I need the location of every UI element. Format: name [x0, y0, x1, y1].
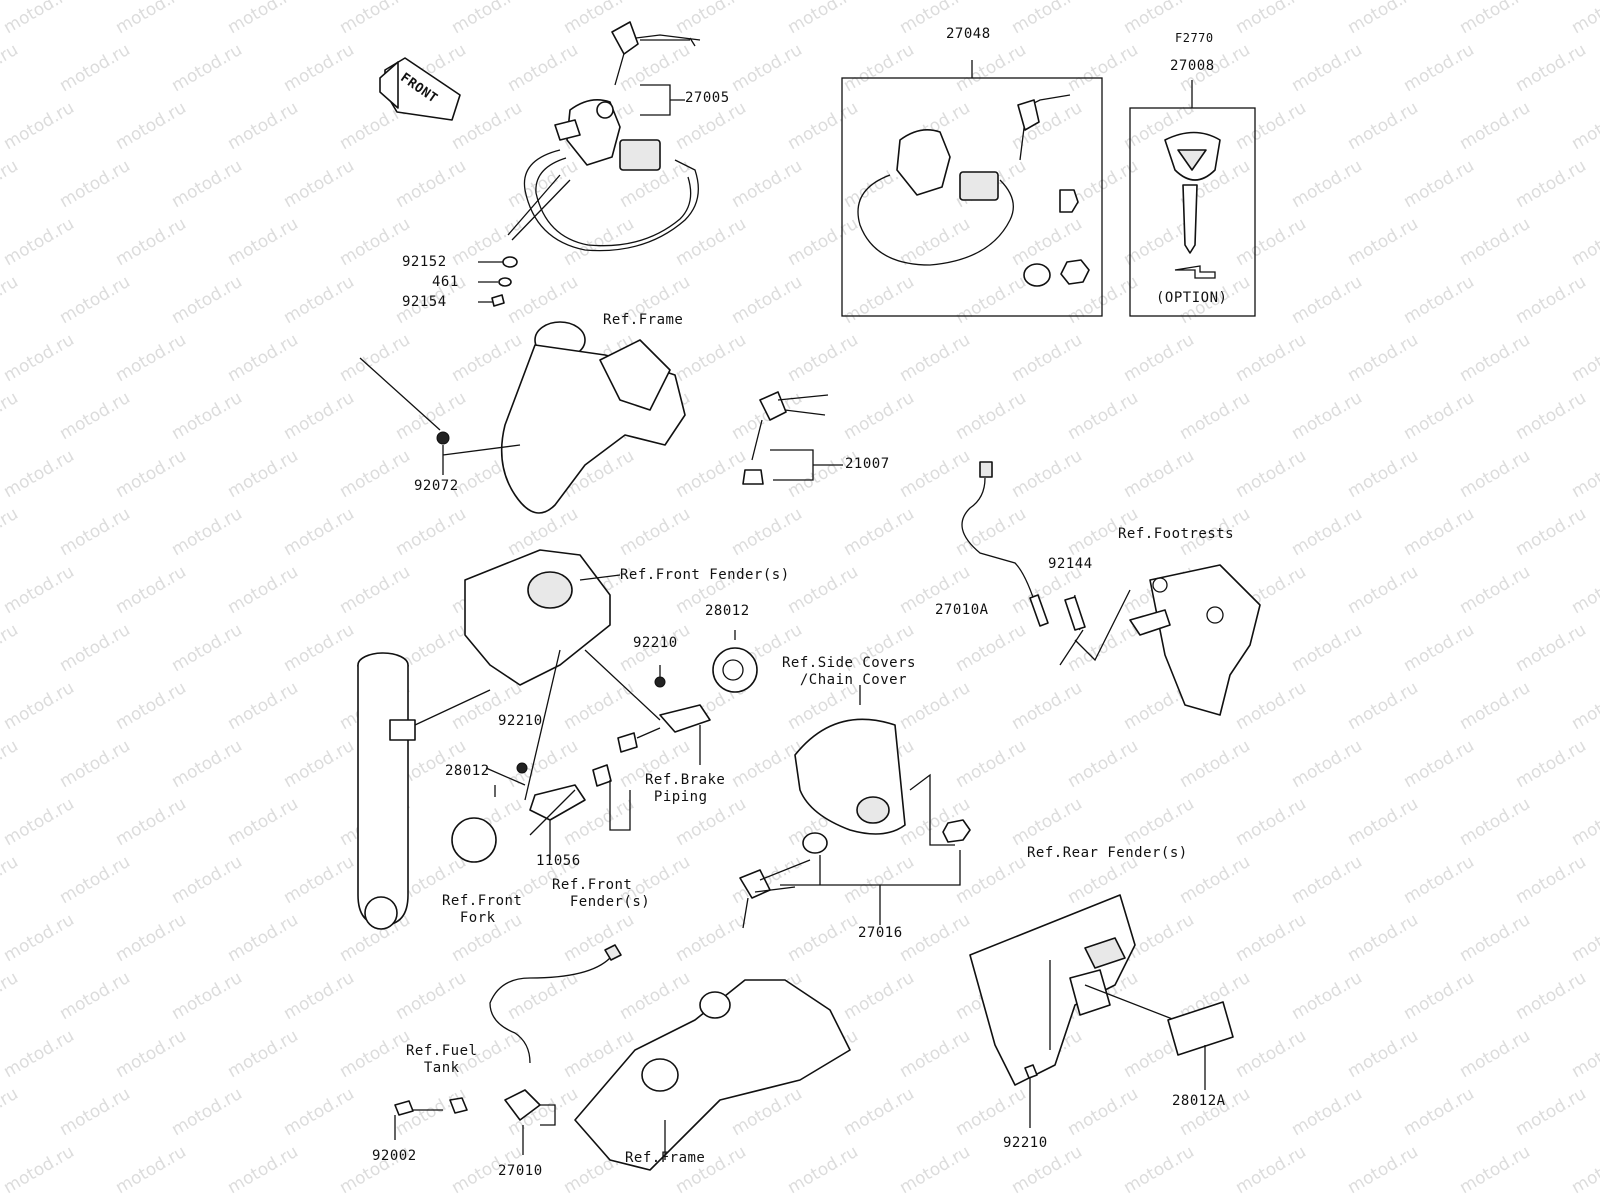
- kit-label-27048: 27048: [946, 26, 991, 42]
- part-label-11056: 11056: [536, 853, 581, 869]
- fuel-tank-lock-27010-icon: [394, 944, 622, 1155]
- cap-28012-right-icon: [712, 630, 758, 693]
- side-cover-lock-27016-icon: [739, 685, 971, 929]
- part-label-21007: 21007: [845, 456, 890, 472]
- ref-label-rear-fender: Ref.Rear Fender(s): [1027, 845, 1188, 861]
- cap-28012-left-icon: [451, 767, 526, 863]
- seat-lock-cable-27010a-icon: [961, 461, 1086, 666]
- part-label-27010: 27010: [498, 1163, 543, 1179]
- rear-fender-reflector-icon: [969, 894, 1234, 1128]
- frame-lower-icon: [574, 979, 851, 1171]
- part-label-92072: 92072: [414, 478, 459, 494]
- part-label-92154: 92154: [402, 294, 447, 310]
- ref-label-fuel-tank: Ref.Fuel Tank: [406, 1043, 478, 1076]
- front-arrow-icon: [379, 57, 461, 121]
- washer-461-icon: [498, 277, 512, 287]
- ref-label-side-covers: Ref.Side Covers /Chain Cover: [782, 655, 916, 688]
- ref-label-brake-piping: Ref.Brake Piping: [645, 772, 726, 805]
- part-label-27016: 27016: [858, 925, 903, 941]
- part-label-92002: 92002: [372, 1148, 417, 1164]
- ref-label-frame-top: Ref.Frame: [603, 312, 684, 328]
- part-label-27010A: 27010A: [935, 602, 989, 618]
- part-label-28012A: 28012A: [1172, 1093, 1226, 1109]
- frame-steering-head-icon: [359, 321, 686, 514]
- front-fork-icon: [357, 652, 491, 930]
- bolt-92154-icon: [491, 294, 505, 307]
- key-blank-icon: [1164, 131, 1221, 279]
- part-label-27005: 27005: [685, 90, 730, 106]
- ref-label-front-fork: Ref.Front Fork: [442, 893, 523, 926]
- part-label-28012-right: 28012: [705, 603, 750, 619]
- footrest-bracket-icon: [1074, 564, 1261, 716]
- ignition-switch-27005: [507, 21, 701, 252]
- part-label-28012-left: 28012: [445, 763, 490, 779]
- part-label-92210-c: 92210: [1003, 1135, 1048, 1151]
- ref-label-front-fender-bot: Ref.Front Fender(s): [552, 877, 651, 910]
- ref-label-frame-bot: Ref.Frame: [625, 1150, 706, 1166]
- washer-92152-icon: [502, 256, 518, 268]
- part-label-92144: 92144: [1048, 556, 1093, 572]
- ignition-switch-kit-icon: [857, 94, 1090, 287]
- part-label-92152: 92152: [402, 254, 447, 270]
- key-set-21007-icon: [742, 391, 843, 485]
- part-label-92210-a: 92210: [633, 635, 678, 651]
- ref-code-f2770: F2770: [1175, 31, 1214, 45]
- ref-label-front-fender-top: Ref.Front Fender(s): [620, 567, 790, 583]
- part-label-92210-b: 92210: [498, 713, 543, 729]
- brake-piping-clamp-icon: [617, 665, 711, 765]
- part-label-461: 461: [432, 274, 459, 290]
- option-label: (OPTION): [1156, 290, 1228, 306]
- front-fender-bracket-icon: [464, 549, 621, 686]
- ref-label-footrests: Ref.Footrests: [1118, 526, 1235, 542]
- kit-label-27008: 27008: [1170, 58, 1215, 74]
- bracket-11056-icon: [516, 649, 661, 860]
